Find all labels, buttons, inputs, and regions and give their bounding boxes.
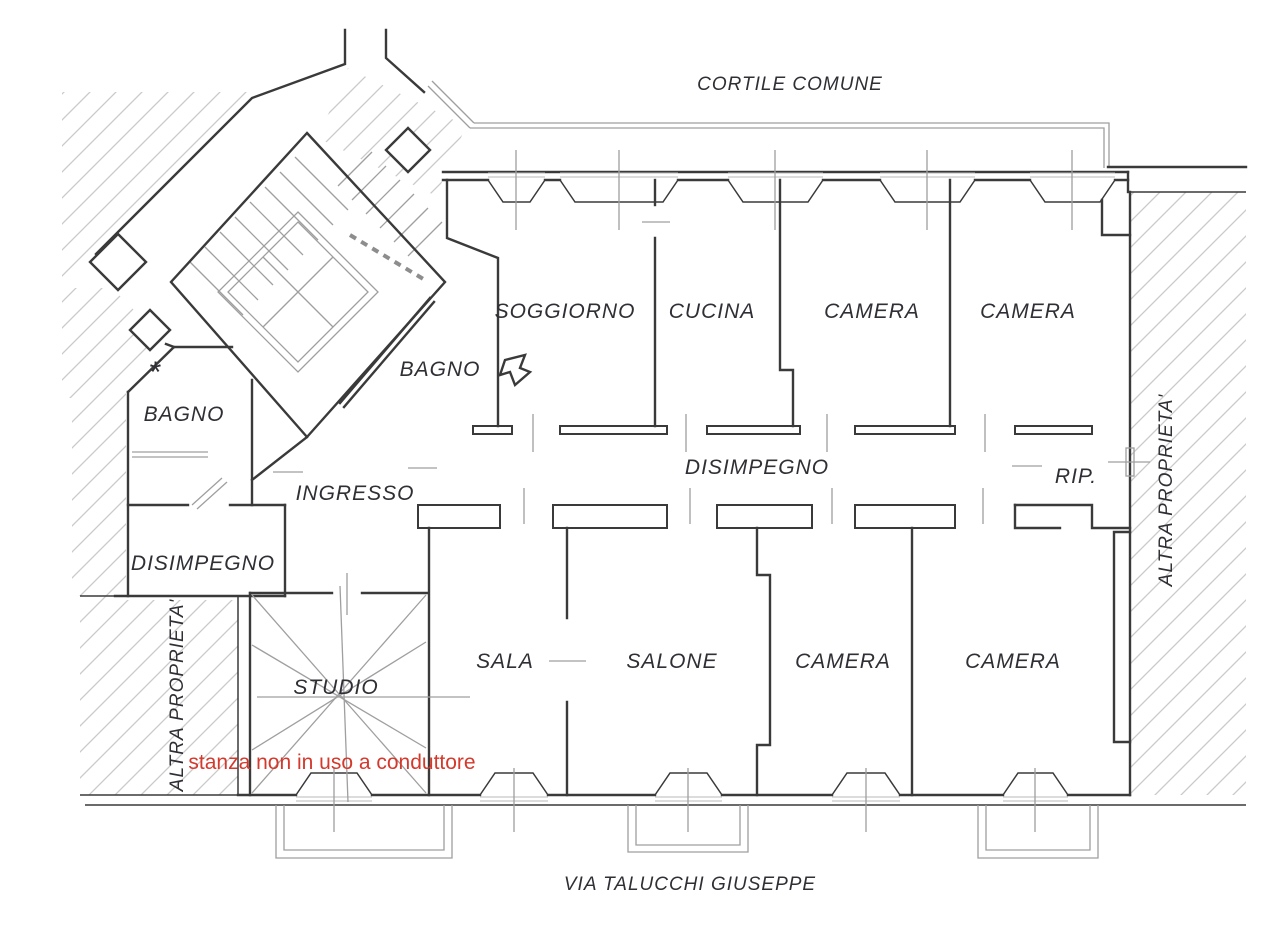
balcony-left (275, 805, 453, 859)
bottom-wall (80, 595, 1246, 832)
bottom-window-axes (333, 768, 1036, 832)
balcony-center (627, 805, 749, 853)
room-label-camera-bottom-2: CAMERA (965, 650, 1061, 673)
room-label-bagno-stairs: BAGNO (400, 358, 481, 381)
room-label-studio: STUDIO (293, 676, 378, 699)
stair-steps-ne (337, 151, 443, 257)
stair-steps-nw (189, 156, 349, 316)
courtyard-boundary (427, 80, 1110, 168)
top-row-partitions (445, 178, 952, 428)
hatch-bottom-left (80, 596, 238, 795)
ingresso-diagonal-wall (250, 435, 309, 482)
entrance-arrow-icon (498, 353, 533, 388)
note-room-not-in-use: stanza non in uso a conduttore (188, 751, 475, 774)
top-window-axes (515, 150, 1073, 230)
room-label-soggiorno: SOGGIORNO (495, 300, 636, 323)
corridor-top-wall (472, 425, 1093, 435)
room-label-salone: SALONE (626, 650, 717, 673)
top-windows (487, 179, 1116, 203)
hatch-stair-north (318, 68, 466, 196)
adjacent-property-right-label: ALTRA PROPRIETA' (1156, 393, 1177, 587)
salone-camera-wall (755, 526, 772, 797)
room-label-disimpegno-left: DISIMPEGNO (131, 552, 275, 575)
bottom-window-sills (296, 796, 1068, 802)
landing-wall (338, 296, 432, 405)
landing-wall-2 (342, 300, 436, 409)
corridor-door-marks (523, 414, 1042, 524)
room-label-disimpegno-corridor: DISIMPEGNO (685, 456, 829, 479)
balconies (275, 805, 1099, 859)
adjacent-property-left-label: ALTRA PROPRIETA' (167, 598, 188, 792)
room-label-rip: RIP. (1055, 465, 1097, 488)
room-label-camera-bottom-1: CAMERA (795, 650, 891, 673)
ingresso-studio (248, 467, 470, 803)
courtyard-label: CORTILE COMUNE (697, 74, 883, 95)
corridor-bottom-wall (417, 503, 1132, 530)
room-label-ingresso: INGRESSO (296, 482, 415, 505)
room-label-camera-top-1: CAMERA (824, 300, 920, 323)
ingresso-door-marks (273, 467, 437, 615)
rip-window (1125, 447, 1135, 477)
bagno-left-diagonal-wall (126, 345, 234, 394)
hatch-left-mid (62, 288, 176, 398)
top-window-sills (488, 172, 1115, 178)
room-label-camera-top-2: CAMERA (980, 300, 1076, 323)
soggiorno-left-wall (445, 178, 500, 428)
bottom-row-partitions (427, 526, 914, 797)
room-label-bagno-left: BAGNO (144, 403, 225, 426)
left-rooms (113, 345, 309, 598)
right-wall (1100, 165, 1248, 797)
cucina-camera-wall (778, 178, 795, 428)
hatch-left-strip (72, 398, 128, 596)
section-dash-line (348, 233, 427, 282)
balcony-right (977, 805, 1099, 859)
hatch-right-strip (1130, 192, 1246, 795)
street-label: VIA TALUCCHI GIUSEPPE (564, 874, 816, 895)
corridor-walls (417, 414, 1132, 530)
northwest-building-edge (88, 28, 432, 352)
room-label-sala: SALA (476, 650, 534, 673)
elevator-shaft (217, 211, 379, 373)
studio-cross-lines (251, 585, 470, 803)
bagno-fixtures (132, 451, 228, 510)
top-wall (441, 150, 1130, 230)
room-label-cucina: CUCINA (669, 300, 756, 323)
asterisk-mark: * (150, 356, 163, 389)
